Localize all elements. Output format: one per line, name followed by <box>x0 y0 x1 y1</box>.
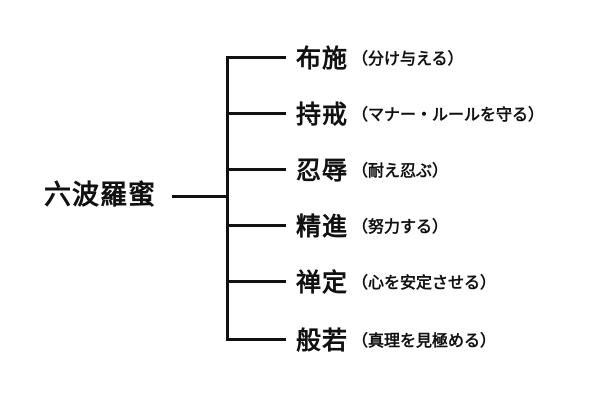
branch-description: （分け与える） <box>352 49 464 68</box>
branch-item: 禅定 （心を安定させる） <box>226 264 496 298</box>
branch-title: 忍辱 <box>296 156 349 185</box>
branch-item: 忍辱 （耐え忍ぶ） <box>226 152 448 186</box>
branch-title: 布施 <box>296 44 349 73</box>
branch-description: （心を安定させる） <box>352 273 497 292</box>
branch-connector-line <box>226 55 286 59</box>
vertical-spine-line <box>226 56 229 340</box>
branch-title: 精進 <box>296 212 349 241</box>
branch-connector-line <box>226 223 286 227</box>
branch-item: 精進 （努力する） <box>226 208 448 242</box>
branch-item: 般若 （真理を見極める） <box>226 322 496 356</box>
branch-description: （真理を見極める） <box>352 331 497 350</box>
branch-connector-line <box>226 337 286 341</box>
branch-item: 持戒 （マナー・ルールを守る） <box>226 96 544 130</box>
branch-description: （努力する） <box>352 217 449 236</box>
branch-title: 禅定 <box>296 268 349 297</box>
branch-title: 持戒 <box>296 100 349 129</box>
root-label: 六波羅蜜 <box>44 180 156 211</box>
branch-connector-line <box>226 167 286 171</box>
branch-connector-line <box>226 279 286 283</box>
branch-title: 般若 <box>296 326 349 355</box>
root-connector-line <box>172 195 228 198</box>
branch-description: （マナー・ルールを守る） <box>352 105 545 124</box>
branch-connector-line <box>226 111 286 115</box>
branch-description: （耐え忍ぶ） <box>352 161 449 180</box>
branch-item: 布施 （分け与える） <box>226 40 464 74</box>
